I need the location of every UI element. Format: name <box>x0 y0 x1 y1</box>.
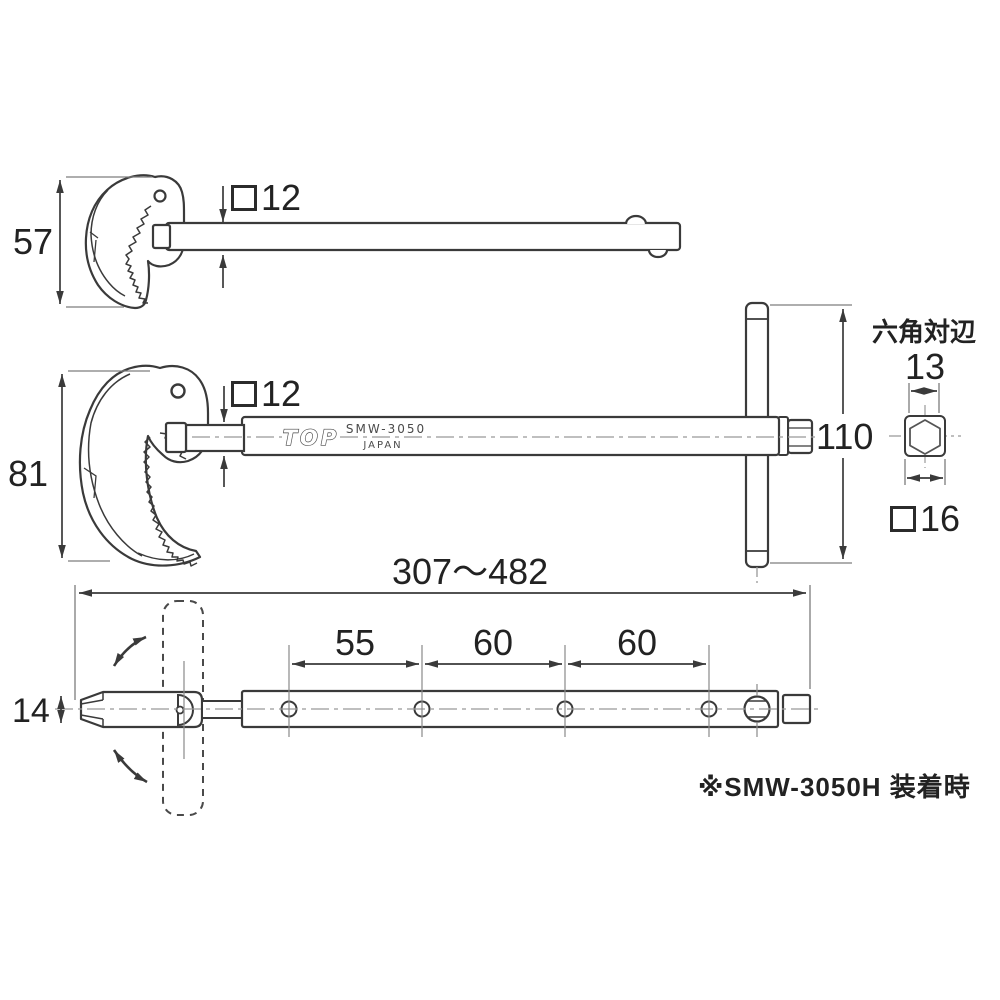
middle-head-inner-curve <box>87 373 143 557</box>
middle-pivot-hole <box>170 383 186 399</box>
t-handle-cap-lines <box>746 318 768 552</box>
dim-value: 12 <box>261 177 302 218</box>
rotation-arrow-lower <box>112 749 148 784</box>
square-section <box>904 415 946 457</box>
middle-head-facet-line <box>83 467 97 499</box>
top-pivot-hole <box>153 189 167 203</box>
top-shaft-tab <box>647 249 669 259</box>
middle-view-wrench: TOP SMW-3050 JAPAN <box>58 301 852 583</box>
top-head-inner-curve <box>90 189 126 297</box>
dim-value: 12 <box>261 373 302 414</box>
bottom-view-wrench <box>55 585 820 816</box>
dim-label-55: 55 <box>334 622 376 663</box>
top-head-serration <box>125 205 152 304</box>
dim-label-60b: 60 <box>616 622 658 663</box>
dim-label-57: 57 <box>13 221 54 262</box>
side-head-fork-lines <box>80 692 104 727</box>
middle-shaft-boss <box>164 421 188 454</box>
origin-text: JAPAN <box>362 440 402 451</box>
dim-label-square12-top: 12 <box>231 180 301 216</box>
model-text: SMW-3050 <box>346 422 426 436</box>
square-section-icon <box>231 185 257 211</box>
rotation-arrow-upper <box>112 635 147 667</box>
middle-head-tip-line <box>137 552 195 561</box>
dim-label-110: 110 <box>816 416 874 457</box>
dim-label-square16: 16 <box>890 501 960 537</box>
top-shaft-boss <box>151 223 172 250</box>
brand-logo: TOP <box>283 426 340 450</box>
dim-label-square12-middle: 12 <box>231 376 301 412</box>
dim-label-81: 81 <box>8 453 49 494</box>
hex-section-detail <box>889 383 961 485</box>
dim-label-14: 14 <box>12 692 50 730</box>
square-section-icon <box>890 506 916 532</box>
dim-label-60a: 60 <box>472 622 514 663</box>
ext-line <box>74 585 811 700</box>
hex-section <box>909 419 941 455</box>
top-shaft-button <box>624 214 648 225</box>
top-shaft <box>164 221 682 252</box>
middle-head-outline <box>78 364 210 567</box>
side-pivot-dot <box>175 705 185 715</box>
hole-centerlines <box>183 645 758 759</box>
ext-line <box>770 304 852 564</box>
top-head-facet-line <box>89 231 99 263</box>
dim-label-13: 13 <box>904 346 946 387</box>
ext-line <box>66 176 152 308</box>
dim-value: 16 <box>920 498 961 539</box>
middle-narrow-shaft <box>184 423 246 453</box>
side-head <box>79 690 204 729</box>
attachment-note: ※SMW-3050H 装着時 <box>698 772 971 802</box>
top-view-wrench <box>56 174 682 310</box>
hex-detail-title: 六角対辺 <box>871 317 976 347</box>
ext-line <box>68 370 150 562</box>
hex-end-facets <box>788 427 812 447</box>
square-section-icon <box>231 381 257 407</box>
ext-line <box>904 383 946 485</box>
middle-head-serration <box>143 436 198 567</box>
large-hole-chords <box>748 700 766 718</box>
dim-label-overall-length: 307〜482 <box>392 551 549 592</box>
